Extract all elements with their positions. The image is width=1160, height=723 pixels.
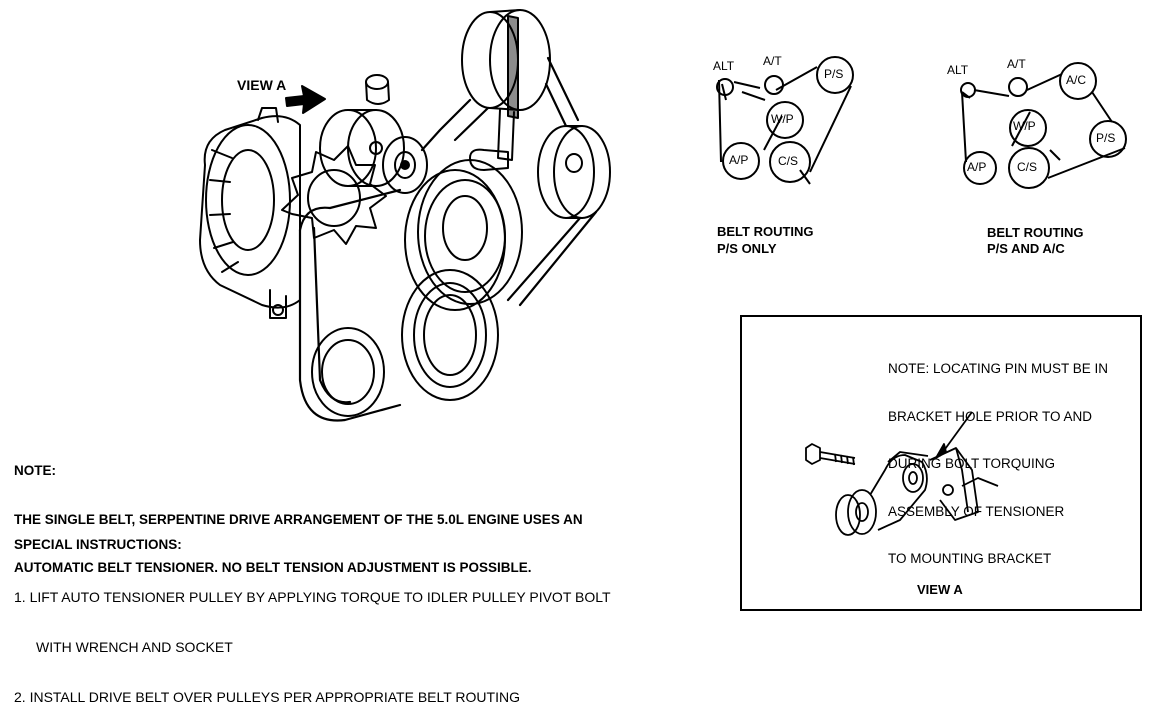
- locating-pin-note-line-4: ASSEMBLY OF TENSIONER: [888, 503, 1065, 519]
- instruction-1: 1. LIFT AUTO TENSIONER PULLEY BY APPLYIN…: [14, 589, 611, 605]
- loose-cap: [365, 74, 390, 105]
- special-instructions-heading: SPECIAL INSTRUCTIONS:: [14, 537, 182, 553]
- routing-ps-only-at-label: A/T: [763, 54, 782, 68]
- instruction-1-line-1: LIFT AUTO TENSIONER PULLEY BY APPLYING T…: [29, 588, 611, 605]
- routing-ps-only-wp-label: W/P: [771, 112, 794, 126]
- routing-ps-ac-diagram: [960, 62, 1127, 189]
- locating-pin-note-line-2: BRACKET HOLE PRIOR TO AND: [888, 408, 1093, 424]
- locating-pin-note-line-1: NOTE: LOCATING PIN MUST BE IN: [888, 361, 1109, 377]
- view-a-box-diagram: [740, 315, 1142, 611]
- note-line-1: THE SINGLE BELT, SERPENTINE DRIVE ARRANG…: [14, 511, 583, 527]
- locating-pin-note-line-3: DURING BOLT TORQUING: [888, 456, 1056, 472]
- routing-ps-only-wp-pulley: [766, 101, 804, 139]
- routing-ps-ac-ps-label: P/S: [1096, 131, 1116, 145]
- tensioner-pulley: [382, 136, 428, 194]
- routing-ps-ac-caption-1: BELT ROUTING: [987, 225, 1084, 240]
- routing-ps-only-cs-label: C/S: [778, 154, 799, 168]
- top-pulley: [461, 9, 551, 119]
- routing-ps-only-diagram: [716, 56, 854, 185]
- routing-ps-ac-ac-label: A/C: [1066, 73, 1087, 87]
- instruction-1-number: 1.: [14, 588, 26, 605]
- routing-ps-ac-ap-label: A/P: [967, 160, 987, 174]
- bolt: [805, 443, 856, 466]
- fan-gear: [281, 145, 387, 245]
- routing-ps-only-alt-label: ALT: [713, 59, 735, 73]
- routing-ps-ac-at-pulley: [1008, 77, 1028, 97]
- locating-pin-note-line-5: TO MOUNTING BRACKET: [888, 551, 1052, 567]
- view-a-label: VIEW A: [237, 77, 287, 93]
- instruction-2: 2. INSTALL DRIVE BELT OVER PULLEYS PER A…: [14, 689, 611, 705]
- routing-ps-ac-belt: [961, 73, 1126, 179]
- routing-ps-ac-alt-pulley: [960, 82, 976, 98]
- routing-ps-ac-caption-2: P/S AND A/C: [987, 241, 1065, 256]
- mounting-bracket: [929, 447, 999, 521]
- view-a-arrow: [285, 85, 326, 114]
- routing-ps-only-ps-pulley: [816, 56, 854, 94]
- routing-ps-ac-cs-label: C/S: [1017, 160, 1038, 174]
- routing-ps-only-caption-2: P/S ONLY: [717, 241, 777, 256]
- routing-ps-ac-ap-pulley: [963, 151, 997, 185]
- routing-ps-only-ps-label: P/S: [824, 67, 844, 81]
- view-a-frame: [740, 315, 1142, 611]
- lower-pulley: [401, 269, 499, 401]
- note-heading: NOTE:: [14, 463, 56, 479]
- routing-ps-only-at-pulley: [764, 75, 784, 95]
- routing-ps-ac-ac-pulley: [1059, 62, 1097, 100]
- bracket-rod: [497, 109, 515, 161]
- tensioner-assembly: [835, 451, 929, 536]
- routing-ps-ac-wp-pulley: [1009, 109, 1047, 147]
- routing-ps-only-ap-pulley: [722, 142, 760, 180]
- crank-pulley: [404, 159, 523, 311]
- locating-pin-note: NOTE: LOCATING PIN MUST BE IN BRACKET HO…: [888, 330, 1108, 583]
- routing-ps-ac-ps-pulley: [1089, 120, 1127, 158]
- bottom-left-pulley: [311, 327, 385, 417]
- instruction-2-number: 2.: [14, 689, 26, 706]
- instruction-1-line-2: WITH WRENCH AND SOCKET: [36, 639, 233, 656]
- idler-pulley: [319, 109, 405, 187]
- special-instructions: SPECIAL INSTRUCTIONS: 1. LIFT AUTO TENSI…: [14, 505, 611, 723]
- routing-ps-only-alt-pulley: [716, 78, 734, 96]
- note-section: NOTE: THE SINGLE BELT, SERPENTINE DRIVE …: [14, 432, 583, 593]
- routing-ps-only-cs-pulley: [769, 141, 811, 183]
- instruction-2-line-1: INSTALL DRIVE BELT OVER PULLEYS PER APPR…: [29, 689, 520, 706]
- engine-diagram: [199, 9, 611, 422]
- serpentine-belt: [298, 56, 598, 422]
- view-a-box-caption: VIEW A: [917, 582, 963, 597]
- routing-ps-ac-at-label: A/T: [1007, 57, 1026, 71]
- routing-ps-only-ap-label: A/P: [729, 153, 749, 167]
- note-line-2: AUTOMATIC BELT TENSIONER. NO BELT TENSIO…: [14, 560, 532, 576]
- routing-ps-ac-wp-label: W/P: [1013, 119, 1036, 133]
- routing-ps-only-caption-1: BELT ROUTING: [717, 224, 814, 239]
- routing-ps-ac-alt-label: ALT: [947, 63, 969, 77]
- routing-ps-ac-cs-pulley: [1008, 147, 1050, 189]
